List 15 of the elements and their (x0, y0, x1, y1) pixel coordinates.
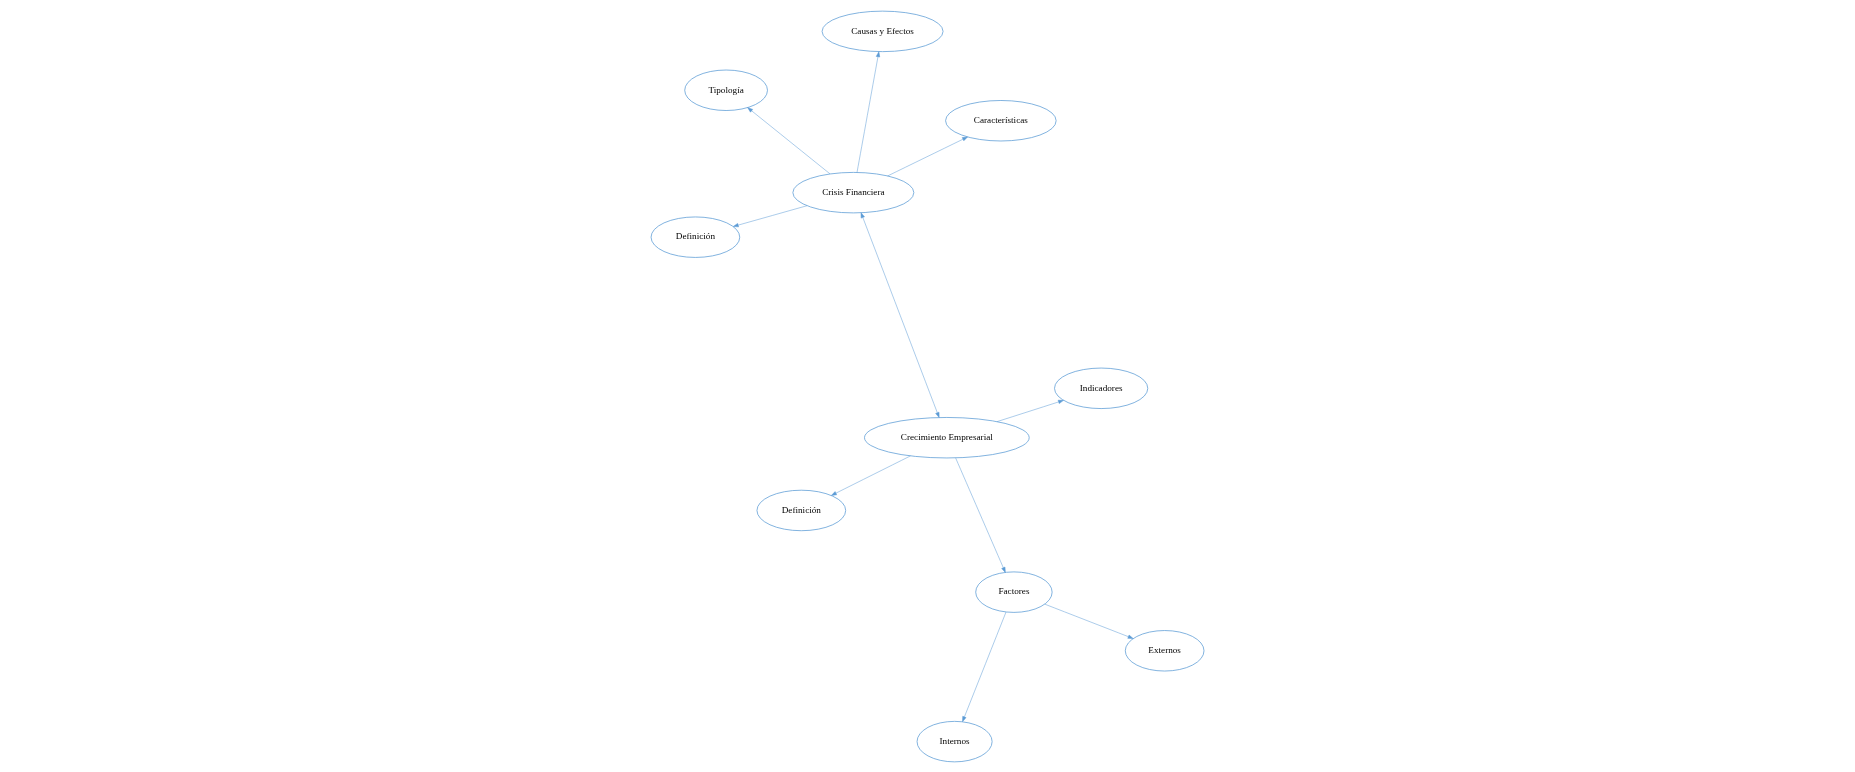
arrow (856, 50, 880, 173)
arrow (996, 399, 1064, 422)
arrow (732, 204, 808, 227)
arrow (887, 136, 968, 176)
arrow (747, 106, 831, 174)
arrow (860, 211, 940, 418)
arrow (955, 457, 1006, 573)
node-ellipse: Internos (916, 720, 993, 762)
node-ellipse: Crecimiento Empresarial (864, 416, 1030, 458)
node-ellipse: Factores (975, 571, 1053, 613)
node-ellipse: Crisis Financiera (792, 171, 915, 213)
arrow (962, 611, 1007, 722)
arrow (1044, 603, 1134, 639)
node-ellipse: Causas y Efectos (821, 10, 944, 52)
arrow (831, 455, 911, 496)
